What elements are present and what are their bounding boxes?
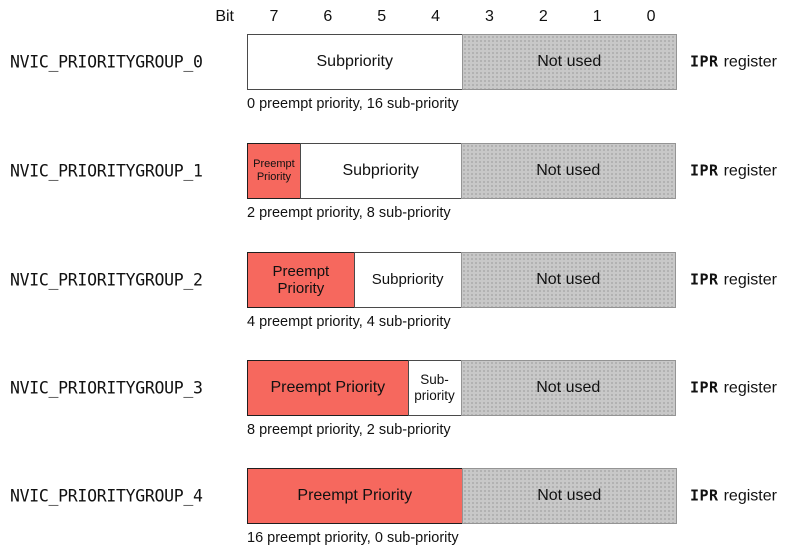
priority-group-0-row: NVIC_PRIORITYGROUP_0 Subpriority Not use… [0,34,800,112]
bit-7-label: 7 [269,8,279,25]
row-caption: 16 preempt priority, 0 sub-priority [247,530,459,546]
segment-text: Subpriority [316,52,393,70]
subpriority-segment: Subpriority [247,34,463,90]
segment-text: Subpriority [342,161,419,179]
not-used-segment: Not used [460,252,676,308]
ipr-register-name: IPR [690,52,719,71]
register-box: Preempt Priority Not used [247,468,678,524]
priority-group-1-row: NVIC_PRIORITYGROUP_1 Preempt Priority Su… [0,143,800,221]
segment-text: Preempt Priority [270,378,386,396]
bit-3-label: 3 [484,8,494,25]
not-used-segment: Not used [460,143,676,199]
segment-text: Preempt Priority [253,158,295,183]
priority-group-2-row: NVIC_PRIORITYGROUP_2 Preempt Priority Su… [0,252,800,330]
segment-text: Not used [537,486,602,504]
bit-1-label: 1 [592,8,602,25]
bit-6-label: 6 [323,8,333,25]
segment-text: Preempt Priority [297,486,413,504]
bit-5-label: 5 [377,8,387,25]
register-box: Preempt Priority Sub- priority Not used [247,360,678,416]
preempt-priority-segment: Preempt Priority [247,143,301,199]
subpriority-segment: Subpriority [299,143,462,199]
row-caption: 0 preempt priority, 16 sub-priority [247,96,459,112]
row-caption: 8 preempt priority, 2 sub-priority [247,422,451,438]
not-used-segment: Not used [461,34,677,90]
row-caption: 4 preempt priority, 4 sub-priority [247,314,451,330]
group-name-label: NVIC_PRIORITYGROUP_2 [10,270,203,290]
bit-header: Bit 7 6 5 4 3 2 1 0 [0,8,800,30]
preempt-priority-segment: Preempt Priority [247,252,355,308]
register-box: Preempt Priority Subpriority Not used [247,252,678,308]
ipr-register-name: IPR [690,161,719,180]
ipr-register-word: register [723,271,777,289]
bit-2-label: 2 [538,8,548,25]
register-box: Preempt Priority Subpriority Not used [247,143,678,199]
bit-0-label: 0 [646,8,656,25]
ipr-register-word: register [723,53,777,71]
segment-text: Sub- priority [414,372,455,403]
register-box: Subpriority Not used [247,34,678,90]
ipr-register-name: IPR [690,486,719,505]
subpriority-segment: Subpriority [353,252,462,308]
group-name-label: NVIC_PRIORITYGROUP_1 [10,161,203,181]
segment-text: Subpriority [371,271,444,289]
priority-group-3-row: NVIC_PRIORITYGROUP_3 Preempt Priority Su… [0,360,800,438]
group-name-label: NVIC_PRIORITYGROUP_4 [10,486,203,506]
ipr-register-name: IPR [690,270,719,289]
ipr-register-name: IPR [690,378,719,397]
not-used-segment: Not used [460,360,676,416]
subpriority-segment: Sub- priority [407,360,462,416]
priority-group-4-row: NVIC_PRIORITYGROUP_4 Preempt Priority No… [0,468,800,546]
segment-text: Not used [536,270,601,288]
group-name-label: NVIC_PRIORITYGROUP_0 [10,52,203,72]
preempt-priority-segment: Preempt Priority [247,468,463,524]
bit-header-label: Bit [215,8,234,25]
not-used-segment: Not used [461,468,677,524]
row-caption: 2 preempt priority, 8 sub-priority [247,205,451,221]
ipr-register-word: register [723,162,777,180]
ipr-register-word: register [723,379,777,397]
segment-text: Not used [536,378,601,396]
bit-numbers: 7 6 5 4 3 2 1 0 [247,8,678,26]
group-name-label: NVIC_PRIORITYGROUP_3 [10,378,203,398]
segment-text: Not used [537,52,602,70]
segment-text: Not used [536,161,601,179]
preempt-priority-segment: Preempt Priority [247,360,409,416]
ipr-register-word: register [723,487,777,505]
segment-text: Preempt Priority [272,262,330,297]
bit-4-label: 4 [431,8,441,25]
